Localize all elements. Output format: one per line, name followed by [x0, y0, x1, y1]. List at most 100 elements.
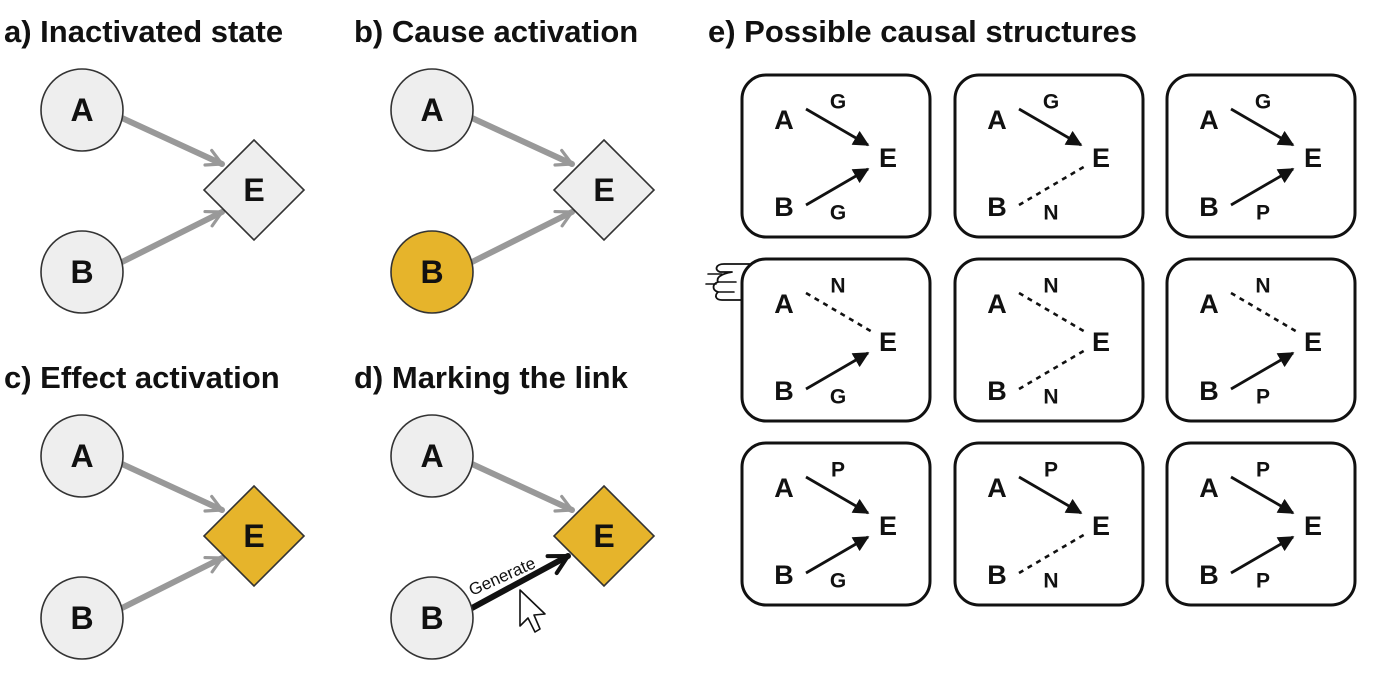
structure-frame: [953, 73, 1145, 239]
structure-node-b: B: [987, 560, 1007, 590]
node-b-label: B: [70, 600, 93, 636]
structure-node-e: E: [1092, 511, 1110, 541]
structure-node-e: E: [879, 511, 897, 541]
structure-link-b-arrow: [1230, 351, 1295, 391]
structure-node-b: B: [774, 560, 794, 590]
structure-link-a-label: G: [1255, 91, 1271, 114]
arrow-a-to-e: [469, 461, 575, 513]
node-e-label: E: [593, 518, 614, 554]
arrow-b-to-e: [469, 209, 575, 265]
arrow-a-to-e: [469, 115, 575, 167]
structure-link-a-none: [1230, 291, 1300, 335]
structure-link-b-none: [1018, 531, 1088, 575]
structure-node-b: B: [987, 376, 1007, 406]
node-e-label: E: [593, 172, 614, 208]
structure-link-b-none: [1018, 163, 1088, 207]
structure-node-a: A: [987, 105, 1007, 135]
node-e-diamond: [552, 484, 656, 588]
structure-node-b: B: [774, 192, 794, 222]
node-e-label: E: [243, 172, 264, 208]
structure-frame: [1165, 73, 1357, 239]
node-b-circle: [390, 576, 474, 660]
node-b-label: B: [420, 600, 443, 636]
structure-frame: [953, 257, 1145, 423]
panel-title: b) Cause activation: [354, 14, 638, 49]
structure-link-b-none: [1018, 347, 1088, 391]
node-b-label: B: [420, 254, 443, 290]
node-a-circle: [40, 414, 124, 498]
node-e-diamond: [202, 138, 306, 242]
structure-link-b-arrow: [805, 535, 870, 575]
structure-link-a-label: P: [831, 459, 845, 482]
node-a-circle: [390, 68, 474, 152]
node-a-circle: [390, 414, 474, 498]
structure-node-b: B: [1199, 192, 1219, 222]
arrow-b-to-e: [119, 555, 225, 611]
structure-node-a: A: [987, 473, 1007, 503]
structure-link-b-arrow: [1230, 167, 1295, 207]
structure-frame: [740, 441, 932, 607]
structure-node-e: E: [879, 143, 897, 173]
structure-node-b: B: [987, 192, 1007, 222]
node-a-label: A: [70, 438, 93, 474]
structure-link-a-arrow: [1018, 107, 1083, 147]
structure-link-a-arrow: [1230, 475, 1295, 515]
arrow-b-to-e-marked: [469, 553, 571, 611]
structure-link-b-label: P: [1256, 386, 1270, 409]
structure-node-a: A: [774, 105, 794, 135]
arrow-b-to-e: [119, 209, 225, 265]
mouse-cursor-icon: [519, 589, 546, 633]
node-e-diamond: [202, 484, 306, 588]
node-a-circle: [40, 68, 124, 152]
structure-node-e: E: [1304, 143, 1322, 173]
structure-node-e: E: [1092, 327, 1110, 357]
structure-frame: [1165, 441, 1357, 607]
structure-link-a-none: [1018, 291, 1088, 335]
structure-frame: [1165, 257, 1357, 423]
structure-node-e: E: [879, 327, 897, 357]
structure-link-b-label: G: [830, 386, 846, 409]
structure-node-e: E: [1092, 143, 1110, 173]
structure-node-b: B: [1199, 376, 1219, 406]
structure-link-b-label: P: [1256, 202, 1270, 225]
structure-link-a-arrow: [805, 475, 870, 515]
structure-link-b-label: G: [830, 570, 846, 593]
structure-node-a: A: [987, 289, 1007, 319]
structure-node-b: B: [774, 376, 794, 406]
structure-frame: [740, 73, 932, 239]
structure-link-b-label: N: [1043, 202, 1058, 225]
structure-link-a-none: [805, 291, 875, 335]
structure-link-a-label: G: [830, 91, 846, 114]
structure-link-b-arrow: [805, 351, 870, 391]
structure-link-b-label: P: [1256, 570, 1270, 593]
structure-link-a-arrow: [1018, 475, 1083, 515]
structure-link-a-label: N: [1255, 275, 1270, 298]
panel-title: a) Inactivated state: [4, 14, 283, 49]
hand-motion-lines: [705, 273, 737, 293]
structure-link-a-label: N: [830, 275, 845, 298]
structure-link-a-arrow: [805, 107, 870, 147]
structure-link-a-label: P: [1044, 459, 1058, 482]
structure-frame: [953, 441, 1145, 607]
node-b-label: B: [70, 254, 93, 290]
arrow-a-to-e: [119, 115, 225, 167]
structure-link-b-arrow: [805, 167, 870, 207]
node-a-label: A: [70, 92, 93, 128]
structure-link-a-label: P: [1256, 459, 1270, 482]
structures-title: e) Possible causal structures: [708, 14, 1137, 49]
structure-node-e: E: [1304, 327, 1322, 357]
structure-link-b-arrow: [1230, 535, 1295, 575]
